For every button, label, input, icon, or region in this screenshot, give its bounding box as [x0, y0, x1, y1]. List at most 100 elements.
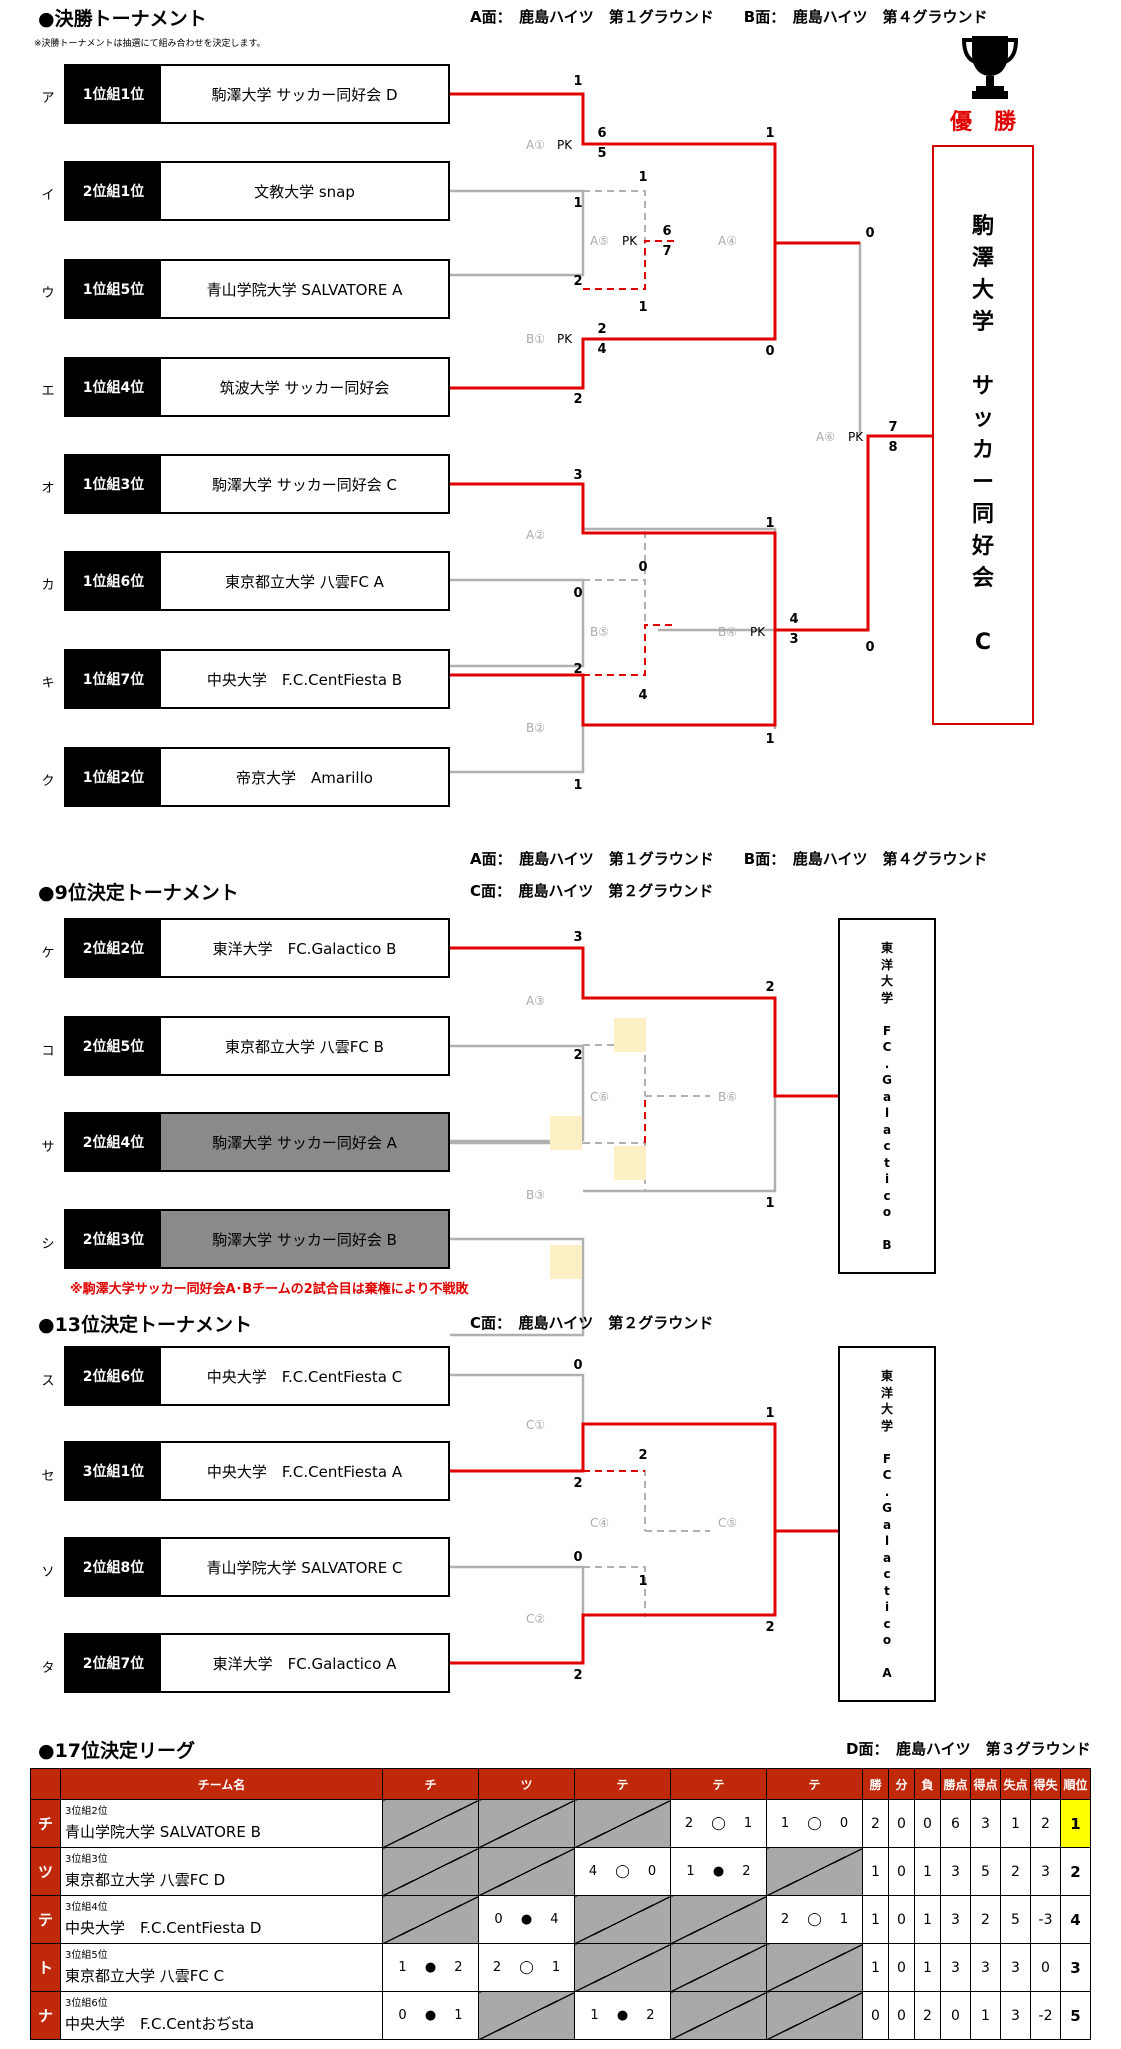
league-header: 勝点 [940, 1768, 971, 1800]
result-cell: 0 ● 4 [478, 1895, 575, 1944]
result-cell: 2 ◯ 1 [478, 1943, 575, 1992]
team-kana: ア [41, 91, 55, 106]
match-label: B④ [718, 625, 737, 639]
score: 3 [573, 930, 583, 945]
score: 7 [662, 244, 672, 259]
score: 2 [573, 1668, 583, 1683]
stat-cell: 0 [862, 1991, 889, 2040]
winner-char: ッ [971, 406, 994, 431]
team-cell: 3位組3位東京都立大学 八雲FC D [60, 1847, 383, 1896]
team-seed: 2位組2位 [66, 920, 161, 976]
final-venue: A面： 鹿島ハイツ 第１グラウンド B面： 鹿島ハイツ 第４グラウンド [470, 8, 988, 26]
team-name: 文教大学 snap [254, 182, 355, 201]
score: 4 [638, 688, 648, 703]
result-char: a [882, 1122, 892, 1137]
stat-cell: 1 [862, 1847, 889, 1896]
stat-cell: 2 [862, 1799, 889, 1848]
row-label: ト [30, 1943, 61, 1992]
team-name: 東京都立大学 八雲FC A [225, 572, 384, 591]
league-header: テ [670, 1768, 767, 1800]
league-header: 得失 [1030, 1768, 1061, 1800]
score: 6 [662, 224, 672, 239]
result-char: 大 [880, 1402, 893, 1416]
match-label: C① [526, 1418, 546, 1432]
team-slot: 2位組7位東洋大学 FC.Galactico A [64, 1633, 450, 1693]
team-seed: 3位組6位 [65, 1998, 108, 2009]
blank-cell [670, 1991, 767, 2040]
league-header: チーム名 [60, 1768, 383, 1800]
blank-cell [478, 1991, 575, 2040]
score: 0 [865, 640, 875, 655]
team-slot: 1位組2位帝京大学 Amarillo [64, 747, 450, 807]
team-name: 青山学院大学 SALVATORE A [206, 280, 403, 299]
result-cell: 4 ◯ 0 [574, 1847, 671, 1896]
stat-cell: 3 [940, 1847, 971, 1896]
result-char: t [884, 1583, 890, 1598]
result-cell: 1 ● 2 [382, 1943, 479, 1992]
team-kana: セ [41, 1469, 55, 1484]
score: 2 [573, 1476, 583, 1491]
stat-cell: 0 [888, 1847, 915, 1896]
match-label: B⑤ [590, 625, 609, 639]
score: 1 [638, 170, 648, 185]
team-seed: 3位組4位 [65, 1902, 108, 1913]
winner-label: 優 勝 [950, 110, 1017, 135]
team-name: 中央大学 F.C.CentFiesta C [206, 1367, 403, 1386]
match-label: C⑤ [718, 1516, 738, 1530]
self-cell [382, 1799, 479, 1848]
team-cell: 3位組6位中央大学 F.C.Centおぢsta [60, 1991, 383, 2040]
winner-char: 大 [971, 278, 994, 303]
score: 2 [573, 1048, 583, 1063]
stat-cell: 6 [940, 1799, 971, 1848]
result-char: l [884, 1106, 890, 1120]
placeholder-block [550, 1245, 582, 1279]
score: 2 [597, 322, 607, 337]
match-label: B③ [526, 1188, 545, 1202]
stat-cell: 0 [888, 1991, 915, 2040]
team-name: 帝京大学 Amarillo [236, 768, 373, 787]
result-char: i [884, 1172, 890, 1186]
team-seed: 1位組3位 [66, 456, 161, 512]
score: 0 [573, 1550, 583, 1565]
rank-cell: 3 [1060, 1943, 1091, 1992]
score: 2 [765, 980, 775, 995]
team-name: 青山学院大学 SALVATORE C [206, 1558, 403, 1577]
row-label: ナ [30, 1991, 61, 2040]
stat-cell: 0 [888, 1943, 915, 1992]
table-row: ナ 3位組6位中央大学 F.C.Centおぢsta 0 ● 1 1 ● 2 0 … [30, 1991, 1091, 2040]
team-slot: 2位組3位駒澤大学 サッカー同好会 B [64, 1209, 450, 1269]
match-label: A② [526, 528, 545, 542]
match-label: A⑥ [816, 430, 835, 444]
match-label: B② [526, 721, 545, 735]
rank-cell: 5 [1060, 1991, 1091, 2040]
result-char: c [883, 1188, 891, 1203]
result-char: a [882, 1550, 892, 1565]
team-seed: 3位組1位 [66, 1443, 161, 1499]
league-header: 負 [914, 1768, 941, 1800]
team-seed: 2位組8位 [66, 1539, 161, 1595]
match-label: B⑥ [718, 1090, 737, 1104]
score: 3 [573, 468, 583, 483]
league-table: チーム名 チ ツ テ テ テ 勝 分 負 勝点 得点 失点 得失 順位 チ 3位… [30, 1768, 1091, 2040]
stat-cell: 0 [1030, 1943, 1061, 1992]
winner-char: ー [971, 470, 994, 495]
score: 4 [597, 342, 607, 357]
score: 2 [573, 274, 583, 289]
blank-cell [766, 1847, 863, 1896]
result-char: t [884, 1155, 890, 1170]
match-label: B① [526, 332, 545, 346]
score: 1 [765, 732, 775, 747]
score: 0 [573, 586, 583, 601]
league-header: ツ [478, 1768, 575, 1800]
result-char: A [882, 1666, 892, 1680]
score: 8 [888, 440, 898, 455]
team-name: 中央大学 F.C.Centおぢsta [65, 2015, 255, 2033]
result-cell: 2 ◯ 1 [766, 1895, 863, 1944]
table-row: チ 3位組2位青山学院大学 SALVATORE B 2 ◯ 1 1 ◯ 0 2 … [30, 1799, 1091, 1848]
team-slot: 1位組3位駒澤大学 サッカー同好会 C [64, 454, 450, 514]
result-char: B [882, 1238, 892, 1252]
team-slot: 1位組4位筑波大学 サッカー同好会 [64, 357, 450, 417]
league-header: 分 [888, 1768, 915, 1800]
team-name: 東洋大学 FC.Galactico B [212, 939, 397, 958]
stat-cell: 0 [940, 1991, 971, 2040]
